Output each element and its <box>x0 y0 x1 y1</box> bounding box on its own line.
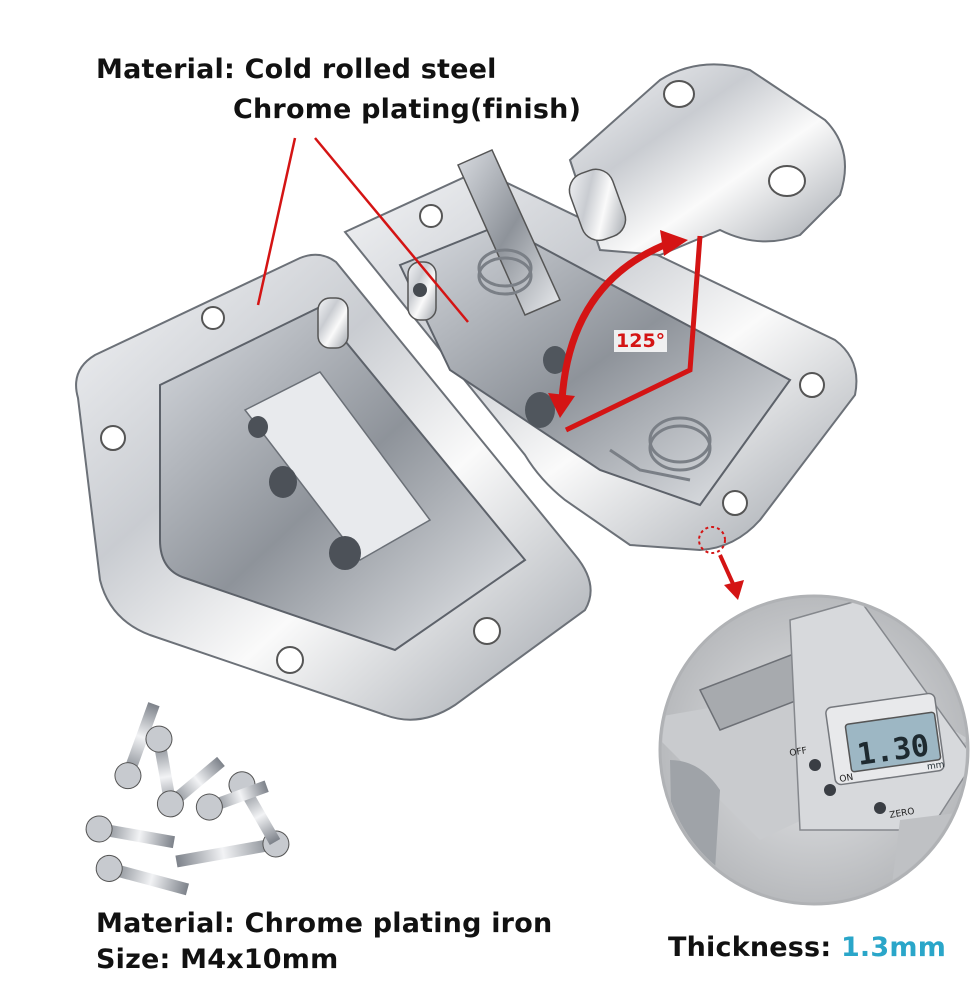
screw-material-line: Material: Chrome plating iron <box>96 908 552 939</box>
screw-material-value: Chrome plating iron <box>244 908 553 939</box>
angle-label: 125° <box>614 330 668 352</box>
thickness-line: Thickness: 1.3mm <box>668 932 946 963</box>
caliper-zero-label: ZERO <box>889 807 916 821</box>
thickness-label: Thickness: <box>668 932 832 963</box>
screw-size-value: M4x10mm <box>180 944 339 975</box>
caliper-unit: mm <box>926 760 945 772</box>
annotation-lines <box>256 137 469 323</box>
top-material-label: Material: <box>96 54 235 85</box>
strike-plate <box>75 253 592 721</box>
caliper-on-label: ON <box>839 773 854 785</box>
latch-plate <box>343 63 858 552</box>
top-material-value: Cold rolled steel <box>244 54 497 85</box>
detail-pointer <box>698 526 744 600</box>
screw-size-line: Size: M4x10mm <box>96 944 338 975</box>
screw-size-label: Size: <box>96 944 171 975</box>
caliper-magnifier: 1.30 mm OFF ON ZERO <box>658 594 970 906</box>
top-material-line2: Chrome plating(finish) <box>233 94 582 125</box>
screws-pile <box>85 702 290 896</box>
top-material-line1: Material: Cold rolled steel <box>96 54 497 85</box>
screw-material-label: Material: <box>96 908 235 939</box>
thickness-value: 1.3mm <box>840 932 947 963</box>
caliper-off-label: OFF <box>789 746 808 759</box>
angle-indicator <box>548 230 703 433</box>
